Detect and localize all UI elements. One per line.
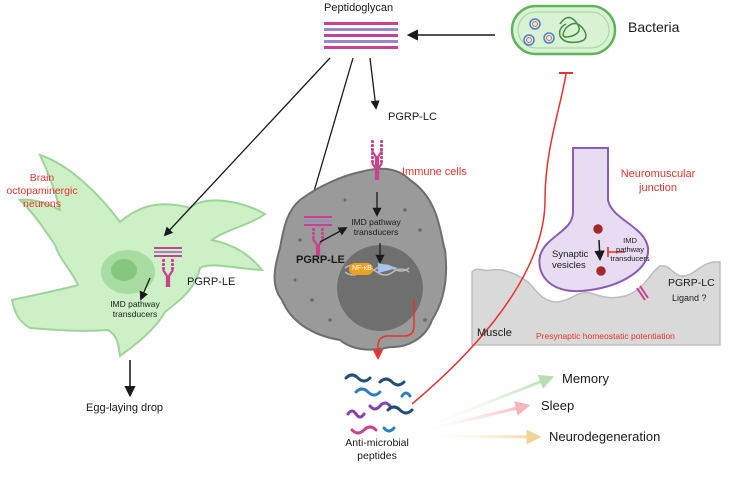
pgrp-lc-label: PGRP-LC bbox=[388, 111, 437, 123]
sleep-label: Sleep bbox=[541, 398, 575, 413]
pgrp-le-immune-label: PGRP-LE bbox=[296, 254, 345, 266]
pgrp-le-neuron-label: PGRP-LE bbox=[187, 276, 236, 288]
ligand-label: Ligand ? bbox=[672, 293, 707, 303]
imd-inhibit-vesicle bbox=[607, 247, 625, 257]
memory-arrow bbox=[417, 374, 555, 432]
egg-laying-label: Egg-laying drop bbox=[86, 402, 164, 414]
muscle-icon bbox=[471, 261, 721, 346]
nfkb-label: NF-κB bbox=[352, 265, 372, 272]
peptidoglycan-label: Peptidoglycan bbox=[324, 2, 394, 14]
presynaptic-label: Presynaptic homeostatic potentiation bbox=[536, 331, 675, 341]
receptor-icon bbox=[636, 285, 649, 301]
pgrple-to-imd-arrow bbox=[319, 227, 348, 243]
peptidoglycan-to-neuron-arrow bbox=[163, 57, 331, 237]
neuron-imd-arrow bbox=[139, 277, 151, 301]
bacterium-icon bbox=[510, 4, 617, 56]
muscle-label: Muscle bbox=[477, 327, 512, 339]
peptidoglycan-icon bbox=[324, 22, 398, 49]
nfkb-to-peptides-arrow bbox=[372, 300, 415, 361]
sleep-arrow bbox=[417, 401, 531, 434]
pgrp-lc-muscle-label: PGRP-LC bbox=[668, 277, 715, 289]
peptides-inhibit-bacteria bbox=[411, 73, 567, 405]
vesicle-release-arrow bbox=[594, 239, 605, 262]
immune-cells-label: Immune cells bbox=[402, 166, 467, 178]
neuron-icon bbox=[10, 153, 267, 358]
peptidoglycan-to-pgrplc-arrow bbox=[369, 57, 380, 110]
neurodegeneration-label: Neurodegeneration bbox=[549, 429, 661, 444]
bacteria-label: Bacteria bbox=[628, 19, 680, 35]
memory-label: Memory bbox=[562, 371, 609, 386]
peptidoglycan-to-immune-arrow bbox=[307, 57, 354, 207]
synaptic-terminal-icon bbox=[538, 147, 650, 293]
peptide-icon bbox=[344, 373, 414, 435]
neurodegeneration-arrow bbox=[417, 429, 542, 445]
immune-cell-icon bbox=[273, 167, 448, 351]
